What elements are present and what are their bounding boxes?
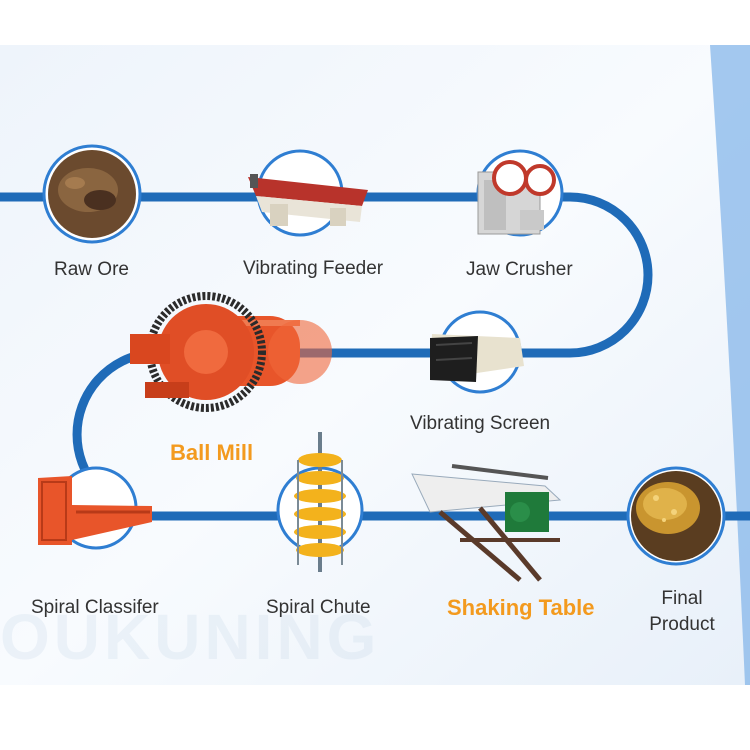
- vibrating-feeder-node: [248, 149, 368, 237]
- screen-machine-icon: [430, 334, 524, 382]
- spiral-chute-machine-icon: [294, 432, 346, 572]
- final-product-node: [626, 466, 726, 566]
- shaking-table-node: [411, 464, 562, 582]
- concentrate-product-icon: [636, 482, 700, 534]
- jaw-crusher-node: [476, 149, 564, 237]
- spiral-chute-node: [276, 432, 364, 572]
- spiral-classifier-machine-icon: [38, 476, 152, 545]
- background-panel: [0, 45, 750, 685]
- shaking-table-machine-icon: [411, 464, 562, 582]
- spiral-classifier-node: [38, 466, 152, 550]
- label-spiral-chute: Spiral Chute: [266, 597, 371, 618]
- ball-mill-machine-icon: [130, 292, 332, 412]
- label-spiral-classifier: Spiral Classifer: [31, 597, 159, 618]
- feeder-machine-icon: [248, 174, 368, 226]
- label-ball-mill: Ball Mill: [170, 440, 254, 465]
- label-shaking-table: Shaking Table: [447, 595, 595, 620]
- label-vibrating-feeder: Vibrating Feeder: [243, 258, 384, 279]
- jaw-crusher-machine-icon: [477, 160, 556, 235]
- label-jaw-crusher: Jaw Crusher: [466, 259, 573, 280]
- ball-mill-node: [130, 292, 332, 412]
- label-raw-ore: Raw Ore: [54, 259, 129, 280]
- flow-path: [0, 192, 750, 521]
- watermark-text: OUKUNING: [0, 601, 381, 673]
- raw-ore-node: [42, 144, 142, 244]
- vibrating-screen-node: [430, 310, 524, 394]
- label-final-product: Final Product: [649, 588, 715, 635]
- label-vibrating-screen: Vibrating Screen: [410, 413, 551, 434]
